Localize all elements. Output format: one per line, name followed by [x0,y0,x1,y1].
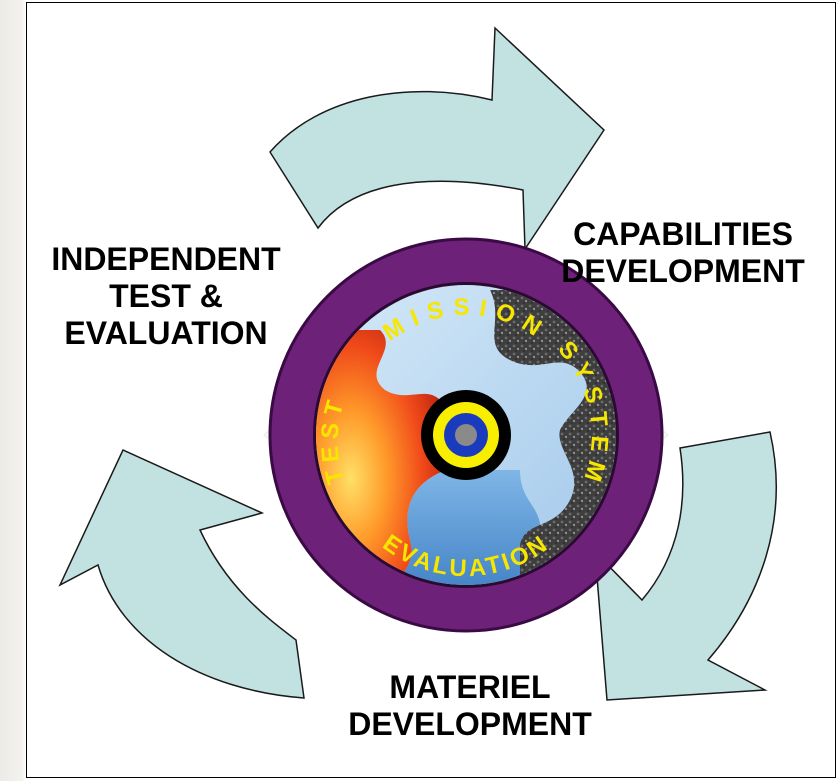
label-line: INDEPENDENT [51,241,281,277]
label-line: TEST & [109,278,223,314]
arrow-right [594,431,777,701]
label-independent-test-evaluation: INDEPENDENT TEST & EVALUATION [12,241,320,352]
label-line: EVALUATION [64,315,268,351]
label-capabilities-development: CAPABILITIES DEVELOPMENT [538,216,828,290]
arrow-top [269,26,605,252]
mission-emblem: MISSION SYSTEM EVALUATION TEST [268,237,664,633]
label-line: MATERIEL [389,669,551,705]
arrow-left [58,449,305,699]
label-line: CAPABILITIES [573,216,793,252]
emblem-target [421,390,511,480]
label-line: DEVELOPMENT [348,706,592,742]
emblem-puzzle-disc [316,285,616,585]
label-materiel-development: MATERIEL DEVELOPMENT [325,669,615,743]
label-line: DEVELOPMENT [561,253,805,289]
emblem-water-piece [370,470,548,585]
